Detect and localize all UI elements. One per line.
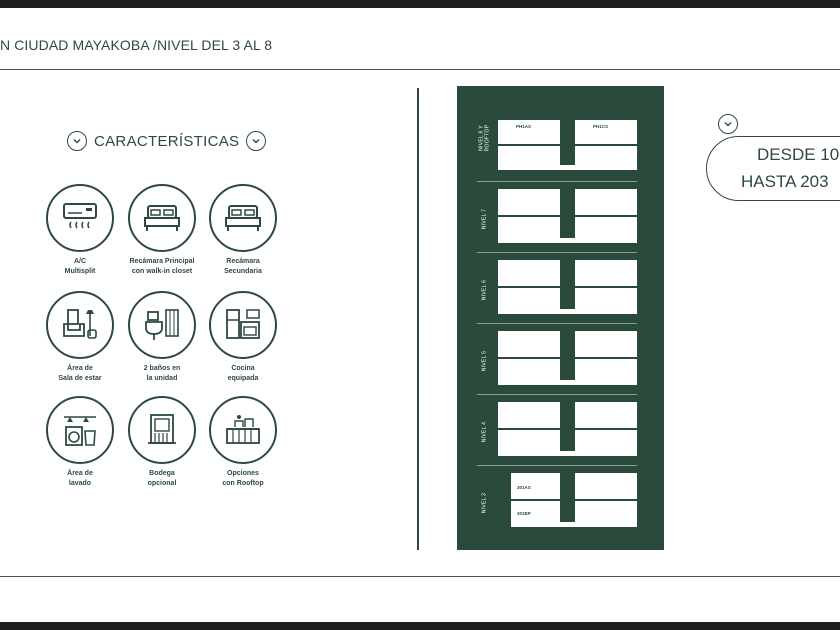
level-5[interactable]: NIVEL 5 bbox=[457, 331, 664, 391]
laundry-icon bbox=[46, 396, 114, 464]
feature-rooftop: Opciones con Rooftop bbox=[198, 396, 288, 489]
corridor bbox=[560, 522, 575, 527]
level-7[interactable]: NIVEL 7 bbox=[457, 189, 664, 249]
unit[interactable] bbox=[575, 288, 637, 314]
level-3[interactable]: NIVEL 3 301AS 301BP bbox=[457, 473, 664, 533]
feature-label: Opciones con Rooftop bbox=[222, 470, 264, 487]
feature-label: Recámara Principal con walk-in closet bbox=[129, 258, 195, 275]
features-heading: CARACTERÍSTICAS bbox=[94, 132, 240, 150]
bathroom-icon bbox=[128, 291, 196, 359]
level-label: NIVEL 4 bbox=[480, 421, 487, 443]
unit[interactable] bbox=[498, 402, 560, 428]
level-label: NIVEL 5 bbox=[480, 350, 487, 372]
feature-label: Cocina equipada bbox=[227, 365, 259, 382]
level-separator bbox=[477, 252, 637, 253]
chevron-down-icon[interactable] bbox=[246, 131, 267, 151]
unit[interactable] bbox=[498, 430, 560, 456]
feature-label: Recámara Secundaria bbox=[224, 258, 262, 275]
kitchen-icon bbox=[209, 291, 277, 359]
level-separator bbox=[477, 181, 637, 182]
storage-door-icon bbox=[128, 396, 196, 464]
page-title: N CIUDAD MAYAKOBA /NIVEL DEL 3 AL 8 bbox=[0, 37, 273, 53]
unit-301bp[interactable]: 301BP bbox=[511, 501, 560, 527]
vertical-divider bbox=[417, 88, 419, 550]
feature-living-room: Área de Sala de estar bbox=[35, 291, 125, 384]
unit[interactable] bbox=[498, 359, 560, 385]
unit[interactable] bbox=[498, 260, 560, 286]
corridor bbox=[560, 309, 575, 314]
corridor bbox=[560, 451, 575, 456]
level-label: NIVEL 8 Y ROOFTOP bbox=[478, 124, 491, 152]
unit[interactable] bbox=[575, 359, 637, 385]
unit[interactable] bbox=[575, 473, 637, 499]
chevron-down-icon[interactable] bbox=[67, 131, 87, 151]
corridor bbox=[560, 380, 575, 385]
unit[interactable] bbox=[575, 331, 637, 357]
unit[interactable] bbox=[575, 501, 637, 527]
feature-storage: Bodega opcional bbox=[117, 396, 207, 489]
level-label: NIVEL 3 bbox=[480, 492, 487, 514]
unit[interactable] bbox=[498, 146, 560, 170]
feature-label: Área de Sala de estar bbox=[58, 365, 102, 382]
corridor bbox=[560, 238, 575, 243]
unit[interactable] bbox=[575, 189, 637, 215]
bottom-divider bbox=[0, 576, 840, 577]
feature-label: Bodega opcional bbox=[147, 470, 177, 487]
living-room-icon bbox=[46, 291, 114, 359]
unit[interactable] bbox=[575, 146, 637, 170]
unit[interactable] bbox=[575, 217, 637, 243]
corridor bbox=[560, 165, 575, 170]
unit-301as[interactable]: 301AS bbox=[511, 473, 560, 499]
level-4[interactable]: NIVEL 4 bbox=[457, 402, 664, 462]
level-separator bbox=[477, 323, 637, 324]
unit[interactable] bbox=[498, 217, 560, 243]
unit[interactable] bbox=[498, 331, 560, 357]
price-from: DESDE 10 bbox=[757, 145, 840, 164]
bed-icon bbox=[128, 184, 196, 252]
air-conditioner-icon bbox=[46, 184, 114, 252]
feature-label: A/C Multisplit bbox=[64, 258, 96, 275]
level-label: NIVEL 7 bbox=[480, 208, 487, 230]
feature-laundry: Área de lavado bbox=[35, 396, 125, 489]
rooftop-icon bbox=[209, 396, 277, 464]
top-divider bbox=[0, 69, 840, 70]
bed-icon bbox=[209, 184, 277, 252]
feature-bathrooms: 2 baños en la unidad bbox=[117, 291, 207, 384]
feature-secondary-bedroom: Recámara Secundaria bbox=[198, 184, 288, 277]
feature-kitchen: Cocina equipada bbox=[198, 291, 288, 384]
features-header: CARACTERÍSTICAS bbox=[67, 131, 267, 151]
feature-label: 2 baños en la unidad bbox=[143, 365, 181, 382]
level-8-rooftop[interactable]: NIVEL 8 Y ROOFTOP PH1AS PH1CS bbox=[457, 108, 664, 170]
feature-ac: A/C Multisplit bbox=[35, 184, 125, 277]
chevron-down-icon[interactable] bbox=[718, 114, 738, 134]
unit[interactable] bbox=[575, 430, 637, 456]
unit-ph1cs[interactable]: PH1CS bbox=[575, 120, 637, 144]
page-frame: N CIUDAD MAYAKOBA /NIVEL DEL 3 AL 8 CARA… bbox=[0, 8, 840, 622]
unit[interactable] bbox=[498, 288, 560, 314]
level-label: NIVEL 6 bbox=[480, 279, 487, 301]
price-to: HASTA 203 bbox=[741, 172, 829, 191]
feature-master-bedroom: Recámara Principal con walk-in closet bbox=[117, 184, 207, 277]
floor-plan: NIVEL 8 Y ROOFTOP PH1AS PH1CS NIVEL 7 NI… bbox=[457, 86, 664, 550]
feature-label: Área de lavado bbox=[67, 470, 93, 487]
unit[interactable] bbox=[498, 189, 560, 215]
level-separator bbox=[477, 394, 637, 395]
unit[interactable] bbox=[575, 260, 637, 286]
unit[interactable] bbox=[575, 402, 637, 428]
level-6[interactable]: NIVEL 6 bbox=[457, 260, 664, 320]
price-range-box: DESDE 10 HASTA 203 bbox=[706, 136, 840, 201]
level-separator bbox=[477, 465, 637, 466]
unit-ph1as[interactable]: PH1AS bbox=[498, 120, 560, 144]
